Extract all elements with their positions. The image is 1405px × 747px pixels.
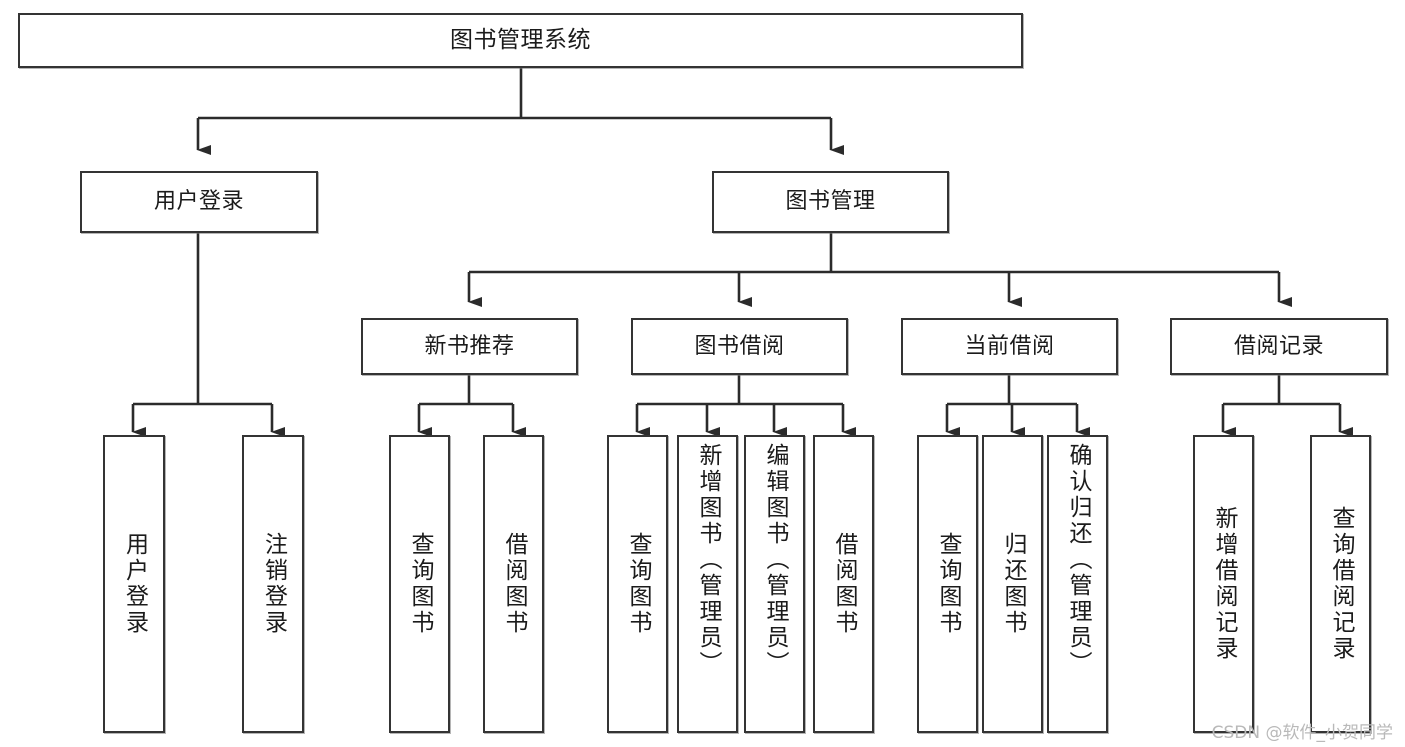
node-label: 查询图书 <box>625 532 651 636</box>
node-new-book-recommend[interactable]: 新书推荐 <box>361 318 578 375</box>
node-label: 查询图书 <box>935 532 961 636</box>
node-leaf-return-book[interactable]: 归还图书 <box>982 435 1043 733</box>
node-label: 确认归还（管理员） <box>1065 443 1091 677</box>
node-label: 借阅图书 <box>501 532 527 636</box>
node-label: 借阅记录 <box>1233 333 1324 359</box>
node-label: 用户登录 <box>121 532 148 636</box>
node-borrow-record[interactable]: 借阅记录 <box>1170 318 1388 375</box>
node-leaf-query-borrow-record[interactable]: 查询借阅记录 <box>1310 435 1371 733</box>
node-label: 注销登录 <box>260 532 287 636</box>
node-label: 图书管理系统 <box>450 26 591 53</box>
node-label: 查询借阅记录 <box>1328 506 1354 662</box>
node-label: 新增图书（管理员） <box>695 443 721 677</box>
node-leaf-borrow-book[interactable]: 借阅图书 <box>813 435 874 733</box>
node-leaf-query-book-recommend[interactable]: 查询图书 <box>389 435 450 733</box>
csdn-watermark: CSDN @软件_小贺同学 <box>1211 723 1393 743</box>
node-label: 新增借阅记录 <box>1211 506 1237 662</box>
node-label: 借阅图书 <box>831 532 857 636</box>
node-leaf-query-book-current[interactable]: 查询图书 <box>917 435 978 733</box>
node-label: 图书管理 <box>785 189 876 215</box>
node-leaf-confirm-return-admin[interactable]: 确认归还（管理员） <box>1047 435 1108 733</box>
node-leaf-borrow-book-recommend[interactable]: 借阅图书 <box>483 435 544 733</box>
node-label: 编辑图书（管理员） <box>762 443 788 677</box>
node-label: 归还图书 <box>1000 532 1026 636</box>
node-leaf-add-borrow-record[interactable]: 新增借阅记录 <box>1193 435 1254 733</box>
node-book-borrow[interactable]: 图书借阅 <box>631 318 848 375</box>
node-label: 图书借阅 <box>694 333 785 359</box>
node-user-login[interactable]: 用户登录 <box>80 171 318 233</box>
node-root-book-management-system[interactable]: 图书管理系统 <box>18 13 1023 68</box>
node-label: 查询图书 <box>407 532 433 636</box>
node-label: 当前借阅 <box>964 333 1055 359</box>
node-leaf-add-book-admin[interactable]: 新增图书（管理员） <box>677 435 738 733</box>
node-leaf-user-login[interactable]: 用户登录 <box>103 435 165 733</box>
node-book-management[interactable]: 图书管理 <box>712 171 949 233</box>
node-label: 用户登录 <box>153 189 244 215</box>
node-leaf-logout-login[interactable]: 注销登录 <box>242 435 304 733</box>
node-leaf-query-book-borrow[interactable]: 查询图书 <box>607 435 668 733</box>
node-current-borrow[interactable]: 当前借阅 <box>901 318 1118 375</box>
node-leaf-edit-book-admin[interactable]: 编辑图书（管理员） <box>744 435 805 733</box>
node-label: 新书推荐 <box>424 333 515 359</box>
